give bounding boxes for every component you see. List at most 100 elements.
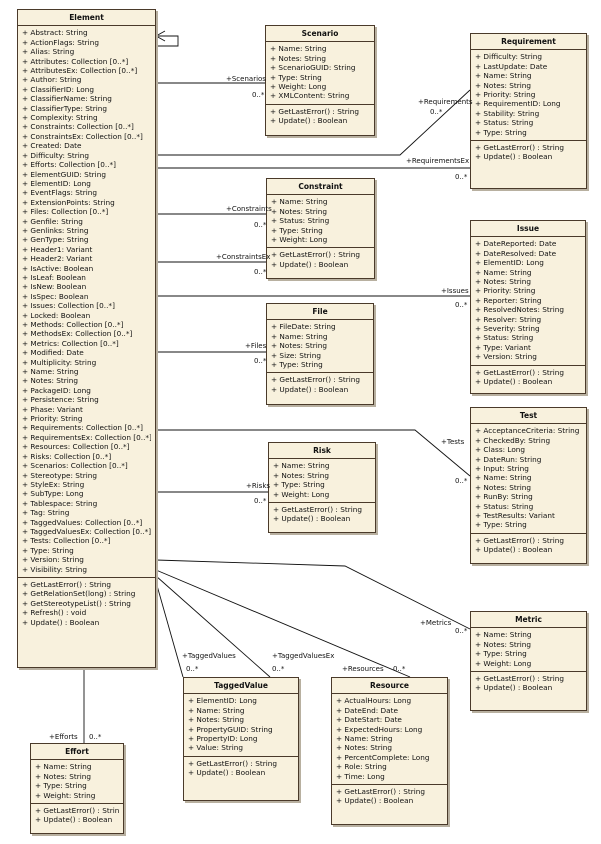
attribute: + Type: String xyxy=(475,127,527,137)
attribute: + Notes: String xyxy=(475,80,532,90)
class-test[interactable]: Test + AcceptanceCriteria: String+ Check… xyxy=(470,407,587,564)
attribute: + RequirementID: Long xyxy=(475,99,561,109)
attribute: + Type: String xyxy=(22,545,74,555)
operation: + GetLastError() : String xyxy=(336,787,425,797)
attribute: + Severity: String xyxy=(475,324,540,334)
class-title: Metric xyxy=(471,612,586,629)
attribute: + PackageID: Long xyxy=(22,385,91,395)
attribute: + Type: String xyxy=(270,72,322,82)
mult-label-issues: 0..* xyxy=(455,301,468,309)
attribute: + ElementID: Long xyxy=(475,258,544,268)
attributes-section: + ActualHours: Long+ DateEnd: Date+ Date… xyxy=(332,694,447,784)
attribute: + DateStart: Date xyxy=(336,715,402,725)
attribute: + Abstract: String xyxy=(22,28,88,38)
class-risk[interactable]: Risk + Name: String+ Notes: String+ Type… xyxy=(268,442,376,533)
attribute: + Notes: String xyxy=(270,53,327,63)
attribute: + Persistence: String xyxy=(22,395,99,405)
attribute: + Tag: String xyxy=(22,508,70,518)
class-title: Effort xyxy=(31,744,123,761)
attribute: + Author: String xyxy=(22,75,82,85)
attribute: + FileDate: String xyxy=(271,322,336,332)
operation: + Update() : Boolean xyxy=(273,514,351,524)
attribute: + Modified: Date xyxy=(22,348,84,358)
class-title: Issue xyxy=(471,221,585,238)
attribute: + LastUpdate: Date xyxy=(475,61,548,71)
attribute: + Priority: String xyxy=(22,414,83,424)
attribute: + Name: String xyxy=(475,630,532,640)
operation: + GetLastError() : String xyxy=(35,806,119,816)
attribute: + Name: String xyxy=(273,461,330,471)
mult-label-resources: 0..* xyxy=(393,665,406,673)
mult-label-scenarios: 0..* xyxy=(252,91,265,99)
attribute: + PercentComplete: Long xyxy=(336,752,430,762)
attributes-section: + AcceptanceCriteria: String+ CheckedBy:… xyxy=(471,424,586,532)
assoc-line-taggedvalues xyxy=(155,581,184,678)
attribute: + ClassifierID: Long xyxy=(22,84,94,94)
attributes-section: + ElementID: Long+ Name: String+ Notes: … xyxy=(184,694,298,755)
attribute: + RunBy: String xyxy=(475,492,533,502)
attributes-section: + Name: String+ Notes: String+ ScenarioG… xyxy=(266,42,374,103)
attribute: + PropertyID: Long xyxy=(188,734,258,744)
attribute: + AttributesEx: Collection [0..*] xyxy=(22,66,138,76)
operations-section: + GetLastError() : String+ Update() : Bo… xyxy=(471,671,586,696)
attribute: + Issues: Collection [0..*] xyxy=(22,301,115,311)
attribute: + Difficulty: String xyxy=(22,150,90,160)
attribute: + Notes: String xyxy=(188,715,245,725)
attribute: + Files: Collection [0..*] xyxy=(22,207,109,217)
mult-label-tests: 0..* xyxy=(455,477,468,485)
attribute: + ResolvedNotes: String xyxy=(475,305,565,315)
class-effort[interactable]: Effort + Name: String+ Notes: String+ Ty… xyxy=(30,743,124,834)
attribute: + Weight: Long xyxy=(273,489,330,499)
operation: + Update() : Boolean xyxy=(475,683,553,693)
attribute: + AcceptanceCriteria: String xyxy=(475,426,580,436)
mult-label-constraints: 0..* xyxy=(254,221,267,229)
attribute: + ElementGUID: String xyxy=(22,169,106,179)
class-element[interactable]: Element + Abstract: String+ ActionFlags:… xyxy=(17,9,156,668)
operation: + GetRelationSet(long) : String xyxy=(22,589,136,599)
attribute: + SubType: Long xyxy=(22,489,84,499)
attribute: + Tablespace: String xyxy=(22,498,98,508)
attribute: + Notes: String xyxy=(35,771,92,781)
role-label-constraintsex: +ConstraintsEx xyxy=(216,253,271,261)
assoc-line-metrics xyxy=(155,559,471,630)
attribute: + Type: String xyxy=(271,225,323,235)
attribute: + RequirementsEx: Collection [0..*] xyxy=(22,432,151,442)
class-file[interactable]: File + FileDate: String+ Name: String+ N… xyxy=(266,303,374,405)
attribute: + GenType: String xyxy=(22,235,89,245)
class-scenario[interactable]: Scenario + Name: String+ Notes: String+ … xyxy=(265,25,375,136)
class-issue[interactable]: Issue + DateReported: Date+ DateResolved… xyxy=(470,220,586,394)
role-label-scenarios: +Scenarios xyxy=(226,75,266,83)
attributes-section: + Name: String+ Notes: String+ Type: Str… xyxy=(269,459,375,502)
attribute: + Alias: String xyxy=(22,47,75,57)
operation: + Update() : Boolean xyxy=(475,545,553,555)
class-taggedvalue[interactable]: TaggedValue + ElementID: Long+ Name: Str… xyxy=(183,677,299,801)
class-title: Resource xyxy=(332,678,447,695)
mult-label-requirementsex: 0..* xyxy=(455,173,468,181)
role-label-requirementsex: +RequirementsEx xyxy=(406,157,470,165)
attribute: + IsActive: Boolean xyxy=(22,263,94,273)
operation: + Update() : Boolean xyxy=(22,617,100,627)
attribute: + Resolver: String xyxy=(475,314,542,324)
attribute: + EventFlags: String xyxy=(22,188,98,198)
attribute: + Version: String xyxy=(22,555,84,565)
attribute: + Resources: Collection [0..*] xyxy=(22,442,130,452)
role-label-tests: +Tests xyxy=(441,438,465,446)
operations-section: + GetLastError() : String+ Update() : Bo… xyxy=(471,364,585,390)
attributes-section: + Abstract: String+ ActionFlags: String+… xyxy=(18,26,155,577)
attribute: + Attributes: Collection [0..*] xyxy=(22,56,129,66)
class-metric[interactable]: Metric + Name: String+ Notes: String+ Ty… xyxy=(470,611,587,711)
attribute: + Visibility: String xyxy=(22,564,88,574)
class-resource[interactable]: Resource + ActualHours: Long+ DateEnd: D… xyxy=(331,677,448,825)
class-constraint[interactable]: Constraint + Name: String+ Notes: String… xyxy=(266,178,375,279)
mult-label-metrics: 0..* xyxy=(455,627,468,635)
attribute: + Version: String xyxy=(475,352,537,362)
class-requirement[interactable]: Requirement + Difficulty: String+ LastUp… xyxy=(470,33,587,189)
attribute: + Locked: Boolean xyxy=(22,310,91,320)
attribute: + Genlinks: String xyxy=(22,225,89,235)
attribute: + TestResults: Variant xyxy=(475,511,555,521)
attribute: + Methods: Collection [0..*] xyxy=(22,320,124,329)
attribute: + Name: String xyxy=(271,197,328,207)
role-label-issues: +Issues xyxy=(441,287,469,295)
attribute: + Type: String xyxy=(273,480,325,490)
operations-section: + GetLastError() : String+ Update() : Bo… xyxy=(267,372,373,397)
